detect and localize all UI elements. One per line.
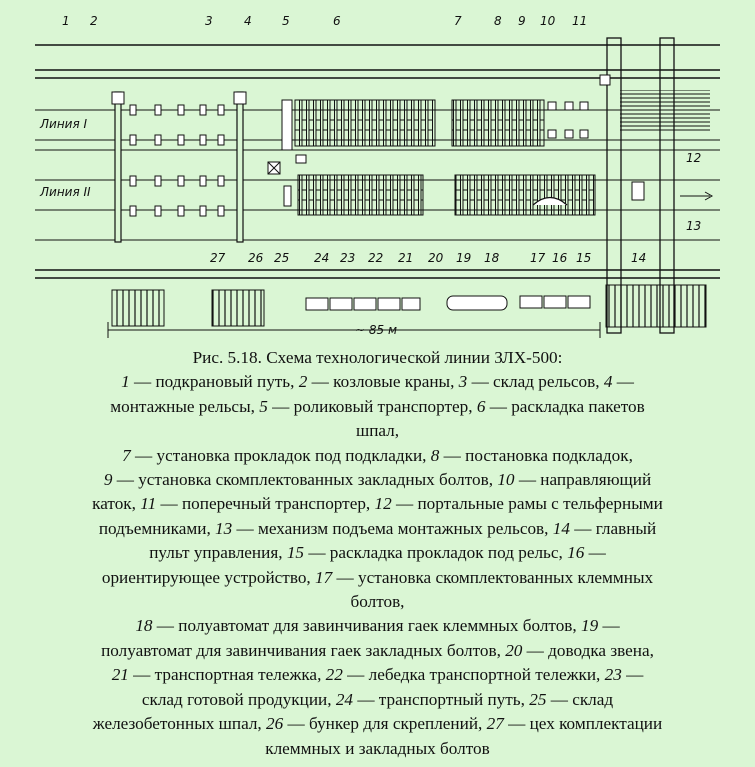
reference-number-13: 13	[686, 219, 701, 233]
rail-storage-markers	[129, 104, 225, 217]
gantry-crane-2	[111, 91, 125, 243]
reference-number-20: 20	[428, 251, 444, 265]
reference-number-24: 24	[314, 251, 329, 265]
reference-number-5: 5	[282, 14, 290, 28]
reference-number-27: 27	[210, 251, 226, 265]
reference-number-14: 14	[631, 251, 646, 265]
reference-number-7: 7	[454, 14, 462, 28]
distance-label: ~ 85 м	[355, 323, 397, 337]
reference-number-2: 2	[90, 14, 98, 28]
reference-number-26: 26	[248, 251, 264, 265]
sleeper-packets-line-1	[281, 99, 545, 164]
line-1-label: Линия I	[39, 117, 88, 131]
reference-number-21: 21	[398, 251, 413, 265]
crane-track-top	[35, 44, 720, 79]
reference-number-25: 25	[274, 251, 289, 265]
reference-number-12: 12	[686, 151, 701, 165]
reference-number-10: 10	[540, 14, 556, 28]
guide-rollers	[547, 101, 589, 139]
line-2-label: Линия II	[39, 185, 91, 199]
reference-numbers: 1 2 3 4 5 6 7 8 9 10 11 12 13 14 15 16 1…	[62, 14, 701, 265]
finished-goods-storage	[111, 284, 707, 328]
reference-number-4: 4	[244, 14, 252, 28]
caption-title: Рис. 5.18. Схема технологической линии З…	[192, 348, 563, 367]
reference-number-18: 18	[484, 251, 500, 265]
reference-number-8: 8	[494, 14, 502, 28]
distance-dimension: ~ 85 м	[107, 322, 601, 338]
reference-number-1: 1	[62, 14, 70, 28]
process-line-diagram: ~ 85 м Линия I Линия II 1 2 3 4 5 6 7 8 …	[35, 14, 720, 338]
reference-number-17: 17	[530, 251, 546, 265]
bottom-conveyors	[305, 295, 591, 311]
gantry-crane-3	[233, 91, 247, 243]
figure-caption: Рис. 5.18. Схема технологической линии З…	[10, 346, 745, 761]
reference-number-23: 23	[340, 251, 355, 265]
cross-transporter	[599, 37, 714, 334]
reference-number-11: 11	[572, 14, 587, 28]
reference-number-15: 15	[576, 251, 591, 265]
sleeper-packets-line-2	[267, 161, 596, 216]
reference-number-3: 3	[205, 14, 213, 28]
reference-number-16: 16	[552, 251, 568, 265]
reference-number-19: 19	[456, 251, 471, 265]
reference-number-9: 9	[518, 14, 526, 28]
reference-number-6: 6	[333, 14, 341, 28]
crane-track-bottom	[35, 269, 720, 279]
reference-number-22: 22	[368, 251, 383, 265]
